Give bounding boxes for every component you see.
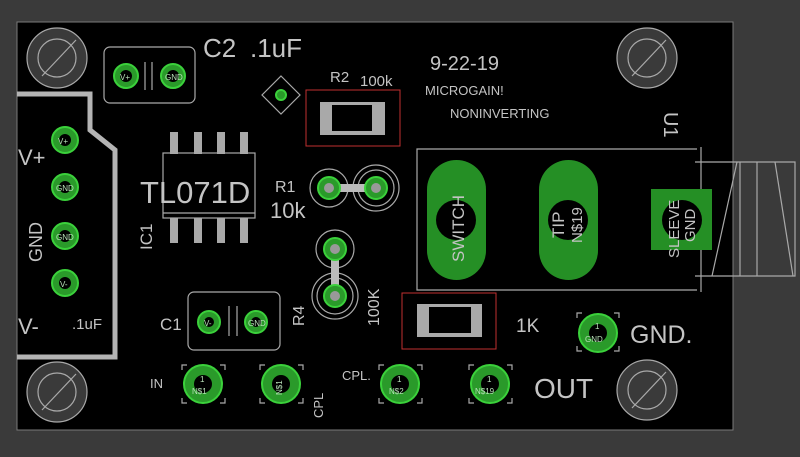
power-connector-pads[interactable]: V+ GND GND V- [51, 126, 79, 297]
cpl-pad[interactable]: N$1 [259, 364, 304, 404]
mounting-hole-icon [26, 361, 88, 423]
pad-label: N$1 [192, 387, 207, 396]
r2-name: R2 [330, 69, 349, 86]
ic-tl071d[interactable] [162, 132, 256, 243]
c1-name: C1 [160, 315, 182, 334]
pad-label: 1 [595, 322, 600, 331]
title-label: MICROGAIN! [425, 83, 504, 98]
pin-label: GND [682, 209, 699, 243]
vplus-label: V+ [18, 145, 46, 170]
cap-value-label: .1uF [72, 316, 102, 333]
cpl2-pad[interactable]: 1 N$2 [378, 364, 423, 404]
pad-label: GND [585, 335, 603, 344]
pad-label: GND [56, 184, 74, 193]
gnd-label: GND [26, 222, 46, 262]
pad-label: GND [56, 233, 74, 242]
r1-name: R1 [275, 179, 296, 196]
capacitor-c1[interactable]: V- GND [187, 291, 281, 351]
r3-value: 1K [516, 316, 540, 337]
connector-outline [17, 91, 118, 360]
pin-label: TIP [549, 212, 568, 238]
resistor-r1[interactable] [309, 164, 400, 212]
cpl-label: CPL [311, 393, 326, 418]
resistor-r3[interactable] [401, 292, 497, 350]
via [261, 75, 301, 115]
c2-name: C2 [203, 33, 236, 63]
pad-label: V- [60, 280, 68, 289]
mounting-hole-icon [616, 27, 678, 89]
ic1-name: IC1 [137, 224, 156, 250]
r2-value: 100k [360, 73, 393, 90]
date-label: 9-22-19 [430, 53, 499, 75]
pad-label: GND [165, 73, 183, 82]
u1-name: U1 [659, 112, 681, 138]
pin-label: SLEEVE [666, 200, 683, 258]
mounting-hole-icon [26, 27, 88, 89]
jack-u1[interactable]: SWITCH TIP N$19 SLEEVE GND [416, 147, 796, 292]
gnd-pad[interactable]: 1 GND [576, 312, 620, 353]
vminus-label: V- [18, 314, 39, 339]
r4-name: R4 [291, 305, 308, 326]
mounting-hole-icon [616, 359, 678, 421]
pin-label: SWITCH [449, 195, 468, 262]
resistor-r4[interactable] [311, 229, 359, 320]
out-pad[interactable]: 1 N$19 [468, 364, 513, 404]
pin-label: N$19 [569, 207, 586, 243]
pad-label: 1 [200, 375, 205, 384]
pad-label: N$2 [389, 387, 404, 396]
c2-value: .1uF [250, 33, 302, 63]
r1-value: 10k [270, 198, 306, 223]
pad-label: V- [204, 319, 212, 328]
capacitor-c2[interactable]: V+ GND [103, 46, 196, 104]
pad-label: 1 [397, 375, 402, 384]
pad-label: GND [248, 319, 266, 328]
out-label: OUT [534, 373, 593, 404]
in-label: IN [150, 376, 163, 391]
cpl2-label: CPL. [342, 368, 371, 383]
pad-label: N$1 [275, 380, 284, 395]
in-pad[interactable]: 1 N$1 [181, 364, 226, 404]
subtitle-label: NONINVERTING [450, 106, 549, 121]
pad-label: V+ [120, 73, 130, 82]
gnd-label: GND. [630, 321, 693, 349]
r4-value: 100K [366, 288, 383, 326]
pad-label: N$19 [475, 387, 495, 396]
pad-label: 1 [487, 375, 492, 384]
resistor-r2[interactable] [305, 89, 401, 147]
ic1-value: TL071D [140, 175, 250, 210]
pad-label: V+ [58, 137, 68, 146]
